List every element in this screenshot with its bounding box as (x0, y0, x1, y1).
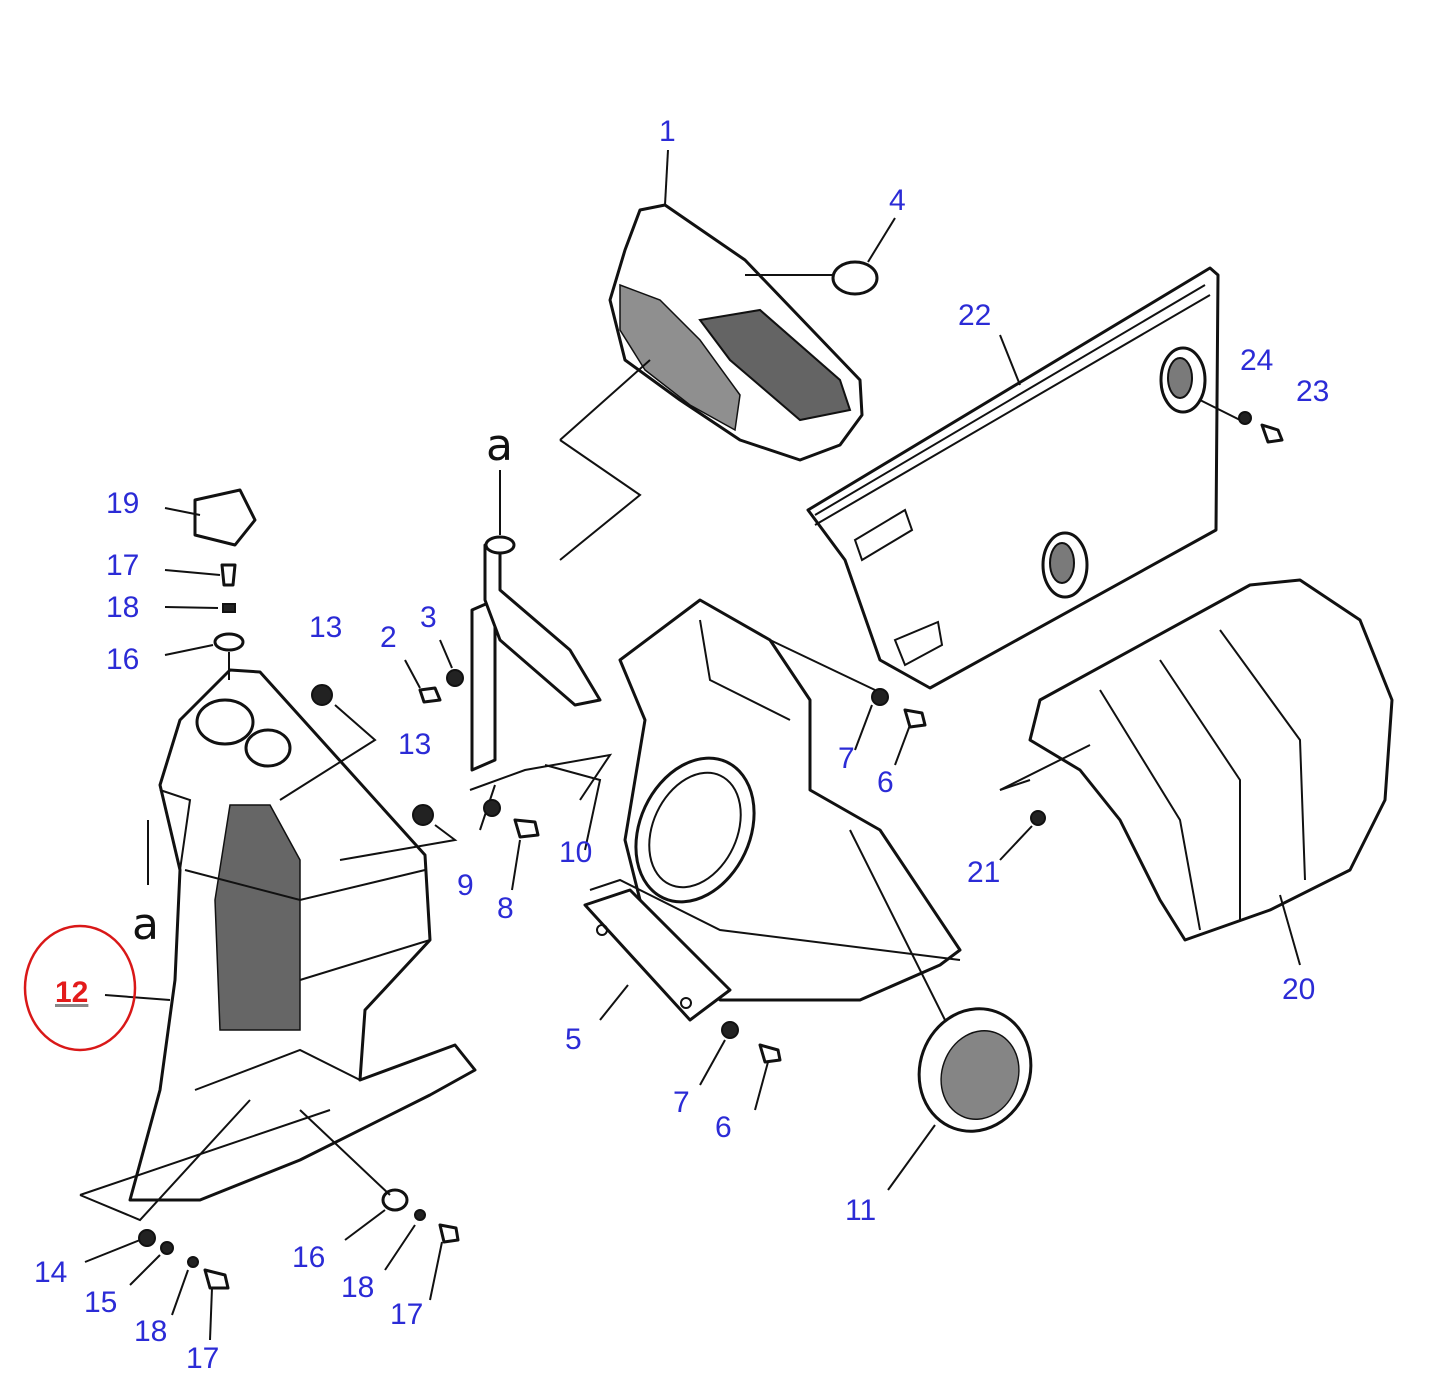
callout-19[interactable]: 19 (106, 487, 140, 520)
callout-8[interactable]: 8 (497, 892, 514, 925)
highlight-circle (23, 924, 137, 1052)
callout-3[interactable]: 3 (420, 601, 437, 634)
bracket-assembly (418, 359, 651, 801)
part-22-rear-panel (806, 266, 1284, 690)
callout-2[interactable]: 2 (380, 621, 397, 654)
callout-18-lower[interactable]: 18 (134, 1315, 168, 1348)
reference-mark-a-left: a (132, 899, 159, 950)
callout-17-bottom[interactable]: 17 (390, 1298, 424, 1331)
callout-13-mid[interactable]: 13 (398, 728, 432, 761)
part-20-side-cover (999, 578, 1394, 966)
callout-20[interactable]: 20 (1282, 973, 1316, 1006)
callout-5[interactable]: 5 (565, 1023, 582, 1056)
center-duct (544, 598, 962, 1111)
callout-10[interactable]: 10 (559, 836, 593, 869)
callout-6-bottom[interactable]: 6 (715, 1111, 732, 1144)
reference-mark-a-top: a (486, 420, 513, 471)
callout-22[interactable]: 22 (958, 299, 992, 332)
callout-9[interactable]: 9 (457, 869, 474, 902)
callout-6-top[interactable]: 6 (877, 766, 894, 799)
callout-24[interactable]: 24 (1240, 344, 1274, 377)
callout-11[interactable]: 11 (845, 1194, 877, 1227)
callout-15[interactable]: 15 (84, 1286, 118, 1319)
part-12-front-cover (79, 488, 540, 1341)
callout-17-top[interactable]: 17 (106, 549, 140, 582)
part-1-lamp-assembly (608, 149, 896, 462)
callout-23[interactable]: 23 (1296, 375, 1330, 408)
callout-14[interactable]: 14 (34, 1256, 68, 1289)
callout-1[interactable]: 1 (659, 115, 676, 148)
callout-17-lower[interactable]: 17 (186, 1342, 220, 1375)
callout-13-top[interactable]: 13 (309, 611, 343, 644)
callout-4[interactable]: 4 (889, 184, 906, 217)
callout-21[interactable]: 21 (967, 856, 1001, 889)
callout-12-highlighted[interactable]: 12 (55, 976, 89, 1009)
callout-16-top[interactable]: 16 (106, 643, 140, 676)
callout-7-top[interactable]: 7 (838, 742, 855, 775)
callout-18-bottom[interactable]: 18 (341, 1271, 375, 1304)
callout-18-top[interactable]: 18 (106, 591, 140, 624)
part-11-round-grille (849, 829, 1033, 1191)
callout-16-bottom[interactable]: 16 (292, 1241, 326, 1274)
callout-7-bottom[interactable]: 7 (673, 1086, 690, 1119)
